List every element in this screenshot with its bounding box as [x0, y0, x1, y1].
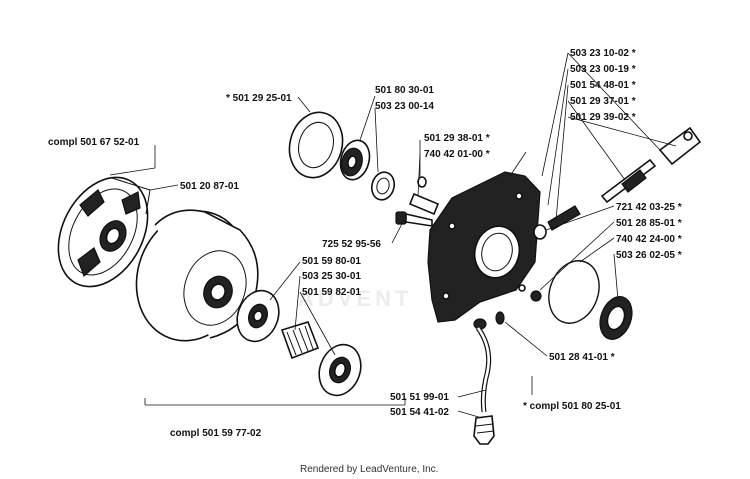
label-721-42-03-25: 721 42 03-25 *	[616, 202, 682, 213]
label-501-28-41-01: 501 28 41-01 *	[549, 352, 615, 363]
leader-lines	[109, 52, 677, 419]
oil-filter	[473, 415, 495, 445]
label-740-42-24-00: 740 42 24-00 *	[616, 234, 682, 245]
label-compl-501-67-52-01: compl 501 67 52-01	[48, 137, 140, 148]
watermark-text: ADVENT	[298, 286, 412, 311]
pump-drive	[339, 139, 396, 201]
seal-ring	[288, 111, 344, 179]
label-501-28-85-01: 501 28 85-01 *	[616, 218, 682, 229]
label-501-29-37-01: 501 29 37-01 *	[570, 96, 636, 107]
label-501-51-99-01: 501 51 99-01	[390, 392, 449, 403]
oil-seal	[599, 296, 633, 340]
footer-credit: Rendered by LeadVenture, Inc.	[300, 464, 438, 475]
label-501-54-41-02: 501 54 41-02	[390, 407, 449, 418]
clutch-drum	[135, 209, 259, 342]
bolt	[395, 211, 433, 227]
label-503-23-00-14: 503 23 00-14	[375, 101, 434, 112]
label-503-26-02-05: 503 26 02-05 *	[616, 250, 682, 261]
label-compl-501-59-77-02: compl 501 59 77-02	[170, 428, 262, 439]
label-501-54-48-01: 501 54 48-01 *	[570, 80, 636, 91]
needle-bearing	[280, 321, 320, 360]
small-washer	[530, 290, 542, 302]
label-501-29-38-01: 501 29 38-01 *	[424, 133, 490, 144]
label-501-20-87-01: 501 20 87-01	[180, 181, 239, 192]
label-compl-501-80-25-01: * compl 501 80 25-01	[523, 401, 621, 412]
rim-sprocket	[236, 289, 280, 343]
label-501-59-80-01: 501 59 80-01	[302, 256, 361, 267]
label-501-29-39-02: 501 29 39-02 *	[570, 112, 636, 123]
label-503-23-10-02: 503 23 10-02 *	[570, 48, 636, 59]
label-725-52-95-56: 725 52 95-56	[322, 239, 381, 250]
pump-plunger	[533, 126, 702, 240]
washer	[318, 343, 362, 397]
label-503-25-30-01: 503 25 30-01	[302, 271, 361, 282]
small-pin	[518, 284, 526, 292]
label-503-23-00-19: 503 23 00-19 *	[570, 64, 636, 75]
label-501-59-82-01: 501 59 82-01	[302, 287, 361, 298]
label-740-42-01-00: 740 42 01-00 *	[424, 149, 490, 160]
clutch-assembly	[57, 176, 151, 288]
adjuster-pin	[408, 176, 440, 216]
label-501-80-30-01: 501 80 30-01	[375, 85, 434, 96]
suction-hose	[473, 311, 505, 413]
o-ring	[548, 260, 600, 324]
oil-pump-housing	[427, 171, 541, 323]
part-labels: compl 501 67 52-01 501 20 87-01 * 501 29…	[48, 48, 682, 439]
label-501-29-25-01: * 501 29 25-01	[226, 93, 292, 104]
